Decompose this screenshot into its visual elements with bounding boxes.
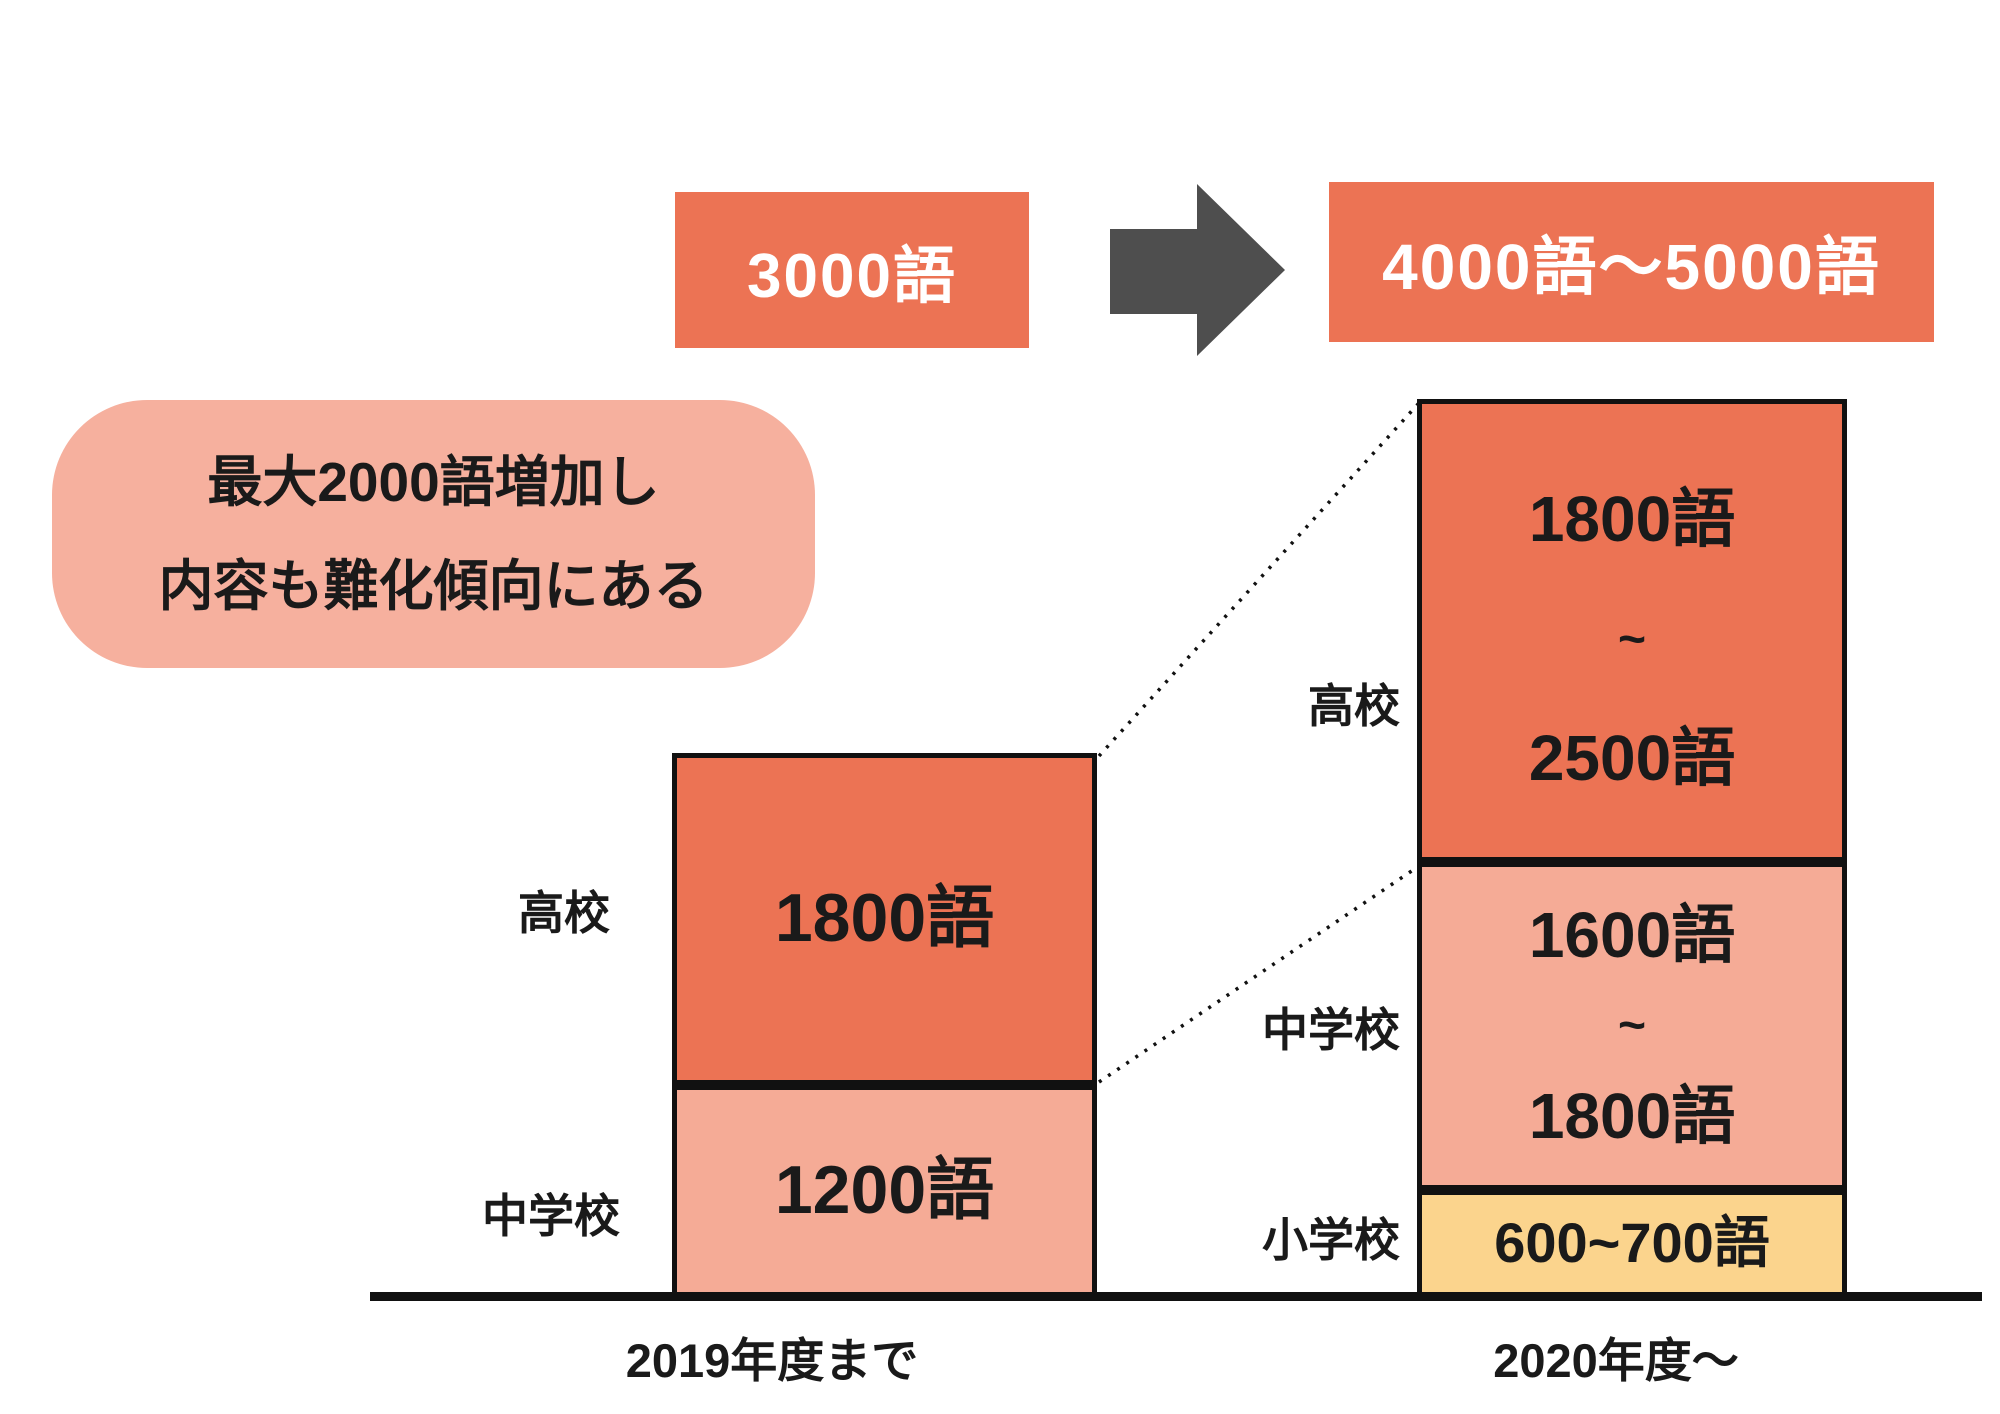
total-before-box: 3000語	[675, 192, 1029, 348]
bar-2019: 1800語 1200語	[672, 753, 1097, 1297]
total-before-value: 3000語	[747, 242, 957, 311]
segment-value-min: 1600語	[1528, 899, 1736, 972]
bar-2020-highschool-segment: 1800語 ~ 2500語	[1417, 399, 1847, 862]
segment-value-max: 1800語	[1528, 1079, 1736, 1152]
bar-2020-elementary-segment: 600~700語	[1417, 1190, 1847, 1297]
callout-line-1: 最大2000語増加し	[207, 450, 660, 513]
segment-value-max: 2500語	[1528, 722, 1736, 795]
bar-2019-juniorhigh-segment: 1200語	[672, 1085, 1097, 1297]
callout-line-2: 内容も難化傾向にある	[158, 555, 709, 617]
total-after-value: 4000語〜5000語	[1382, 231, 1881, 303]
bar-2020: 1800語 ~ 2500語 1600語 ~ 1800語 600~700語	[1417, 399, 1847, 1297]
range-tilde: ~	[1617, 999, 1647, 1053]
segment-value: 600~700語	[1494, 1211, 1770, 1275]
callout-bubble: 最大2000語増加し 内容も難化傾向にある	[52, 400, 815, 668]
label-2020-highschool: 高校	[1308, 680, 1400, 732]
x-axis-label-2020: 2020年度〜	[1493, 1334, 1739, 1387]
bar-2019-highschool-segment: 1800語	[672, 753, 1097, 1085]
segment-value-min: 1800語	[1528, 483, 1736, 556]
x-axis-line	[370, 1292, 1982, 1301]
label-2020-juniorhigh: 中学校	[1262, 1004, 1400, 1056]
segment-value: 1800語	[774, 880, 995, 957]
range-tilde: ~	[1617, 612, 1647, 666]
segment-value: 1200語	[774, 1152, 995, 1229]
label-2019-highschool: 高校	[518, 887, 610, 939]
bar-2020-juniorhigh-segment: 1600語 ~ 1800語	[1417, 862, 1847, 1190]
arrow-right-icon	[1110, 184, 1285, 356]
total-after-box: 4000語〜5000語	[1329, 182, 1934, 342]
label-2019-juniorhigh: 中学校	[482, 1190, 620, 1242]
label-2020-elementary: 小学校	[1262, 1214, 1400, 1266]
x-axis-label-2019: 2019年度まで	[625, 1334, 919, 1387]
